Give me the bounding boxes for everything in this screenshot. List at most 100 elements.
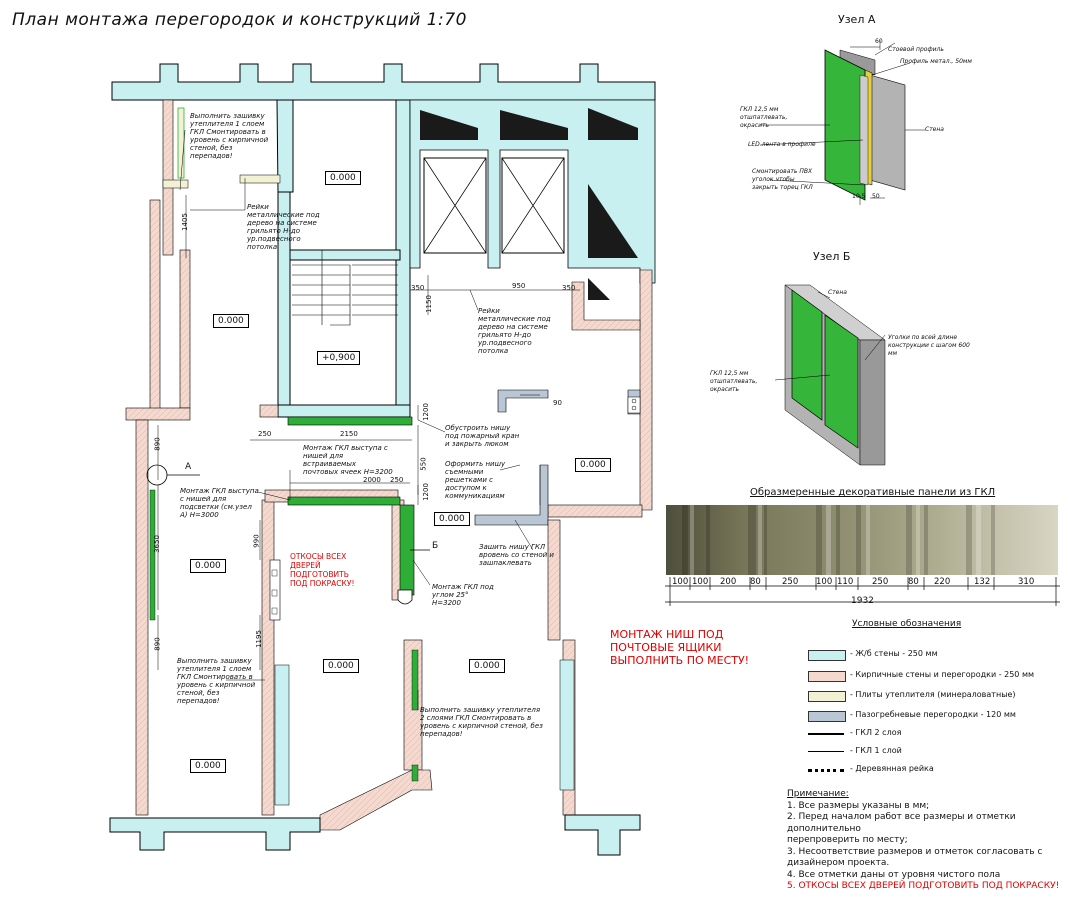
brick-wall — [547, 504, 643, 518]
dim-890: 890 — [153, 637, 162, 651]
door-swings — [289, 394, 541, 505]
dim-350: 350 — [411, 284, 425, 292]
legend-line — [808, 769, 844, 772]
brick-wall — [179, 249, 191, 409]
concrete-beam — [289, 249, 401, 261]
gkl-strip — [397, 589, 413, 605]
node-a-label-pvc: Смонтировать ПВХ уголок чтобы закрыть то… — [752, 168, 813, 191]
dim-90: 90 — [553, 399, 562, 407]
dim-550: 550 — [419, 457, 428, 471]
panels-dimension-chain — [665, 577, 1060, 606]
room-level-mark: 0.000 — [469, 659, 505, 673]
note-insulation-bottom: Выполнить зашивку утеплителя 2 слоями ГК… — [420, 706, 543, 738]
section-mark-b: Б — [432, 541, 439, 551]
fire-cabinet — [627, 396, 641, 414]
staircase — [292, 250, 398, 326]
panel-width: 250 — [782, 577, 799, 587]
room-level-mark: 0.000 — [575, 458, 611, 472]
room-level-mark: 0.000 — [213, 314, 249, 328]
brick-wall-right — [571, 281, 641, 331]
partition-wall — [497, 389, 549, 413]
brick-wall — [125, 407, 191, 421]
dim-1200: 1200 — [421, 403, 430, 421]
note-line: 4. Все отметки даны от уровня чистого по… — [787, 869, 1001, 880]
insulation-strip — [239, 174, 281, 184]
dim-1200: 1200 — [421, 483, 430, 501]
section-mark-a: A — [185, 462, 192, 472]
note-angled-gkl: Монтаж ГКЛ под углом 25° Н=3200 — [432, 583, 494, 607]
room-level-mark: 0.000 — [325, 171, 361, 185]
brick-wall — [149, 199, 161, 411]
dim-1195: 1195 — [254, 630, 263, 648]
panels-total: 1932 — [851, 596, 874, 606]
panel-width: 80 — [750, 577, 761, 587]
shaft-dark — [588, 184, 638, 258]
room-level-mark: 0.000 — [190, 759, 226, 773]
panels-texture — [666, 505, 1058, 575]
concrete-wall-bottom — [109, 817, 321, 851]
legend-swatch — [808, 650, 846, 661]
legend-swatch — [808, 691, 846, 702]
insulation-strip — [559, 659, 575, 791]
node-b-label-gkl: ГКЛ 12,5 мм отшпатлевать, окрасить — [710, 370, 758, 393]
shaft-dark — [588, 108, 638, 140]
panel-width: 310 — [1018, 577, 1035, 587]
node-a-label-profile: Профиль метал., 50мм — [900, 58, 972, 65]
concrete-wall-bottom — [564, 814, 641, 856]
dim-350: 350 — [562, 284, 576, 292]
gkl-strip — [149, 489, 156, 621]
concrete-stair-core — [277, 404, 411, 418]
dim-890: 890 — [153, 437, 162, 451]
legend-swatch — [808, 711, 846, 722]
room-level-mark: 0.000 — [323, 659, 359, 673]
legend-swatch — [808, 671, 846, 682]
brick-wall — [547, 519, 561, 641]
insulation-strip — [274, 664, 290, 806]
dimension-lines — [157, 195, 580, 670]
panel-width: 132 — [974, 577, 991, 587]
dim-250: 250 — [390, 476, 404, 484]
note-insulation-left: Выполнить зашивку утеплителя 1 слоем ГКЛ… — [177, 657, 256, 705]
note-door-slopes: ОТКОСЫ ВСЕХ ДВЕРЕЙ ПОДГОТОВИТЬ ПОД ПОКРА… — [290, 552, 355, 588]
panel-width: 80 — [908, 577, 919, 587]
dim-950: 950 — [512, 282, 526, 290]
partition-wall — [474, 464, 549, 526]
node-a-label-led: LED лента в профиле — [748, 141, 816, 148]
panels-title: Образмеренные декоративные панели из ГКЛ — [750, 487, 996, 498]
note-rails-right: Рейки металлические под дерево на систем… — [478, 307, 551, 355]
legend-line — [808, 751, 844, 752]
note-line: перепроверить по месту; — [787, 835, 908, 845]
brick-wall — [259, 404, 279, 418]
room-level-mark: 0.000 — [190, 559, 226, 573]
concrete-wall-top — [111, 63, 656, 101]
node-a-dim-60: 60 — [875, 38, 883, 45]
dim-250: 250 — [258, 430, 272, 438]
panel-width: 250 — [872, 577, 889, 587]
shaft-dark — [588, 278, 638, 300]
note-rails-left: Рейки металлические под дерево на систем… — [247, 203, 320, 251]
node-a-label-stud: Стоевой профиль — [888, 46, 944, 53]
node-a-label-gkl: ГКЛ 12,5 мм отшпатлевать, окрасить — [740, 106, 788, 129]
brick-wall — [261, 499, 275, 816]
shaft-dark — [500, 110, 568, 140]
general-notes: Примечание: 1. Все размеры указаны в мм;… — [787, 789, 1067, 893]
node-a-label-wall: Стена — [925, 126, 944, 133]
dim-3650: 3650 — [152, 535, 161, 553]
note-close-niche: Зашить нишу ГКЛ вровень со стеной и зашп… — [479, 543, 554, 567]
note-mailbox-niches: МОНТАЖ НИШ ПОД ПОЧТОВЫЕ ЯЩИКИ ВЫПОЛНИТЬ … — [610, 628, 750, 667]
note-grilles-niche: Оформить нишу съемными решетками с досту… — [445, 460, 506, 500]
panel-width: 110 — [837, 577, 854, 587]
room-level-mark: +0,900 — [317, 351, 361, 365]
notes-title: Примечание: — [787, 789, 849, 799]
node-b-drawing — [774, 284, 886, 466]
note-fire-niche: Обустроить нишу под пожарный кран и закр… — [445, 424, 520, 448]
dim-1405: 1405 — [180, 213, 189, 231]
legend-title: Условные обозначения — [852, 619, 962, 629]
gkl-strip — [411, 764, 419, 782]
note-mail-niche: Монтаж ГКЛ выступа с нишей для встраивае… — [303, 444, 393, 476]
note-insulation-top: Выполнить зашивку утеплителя 1 слоем ГКЛ… — [190, 112, 269, 160]
concrete-stair-core — [276, 99, 294, 193]
shaft-dark — [420, 110, 478, 140]
section-circle-a — [146, 464, 168, 486]
